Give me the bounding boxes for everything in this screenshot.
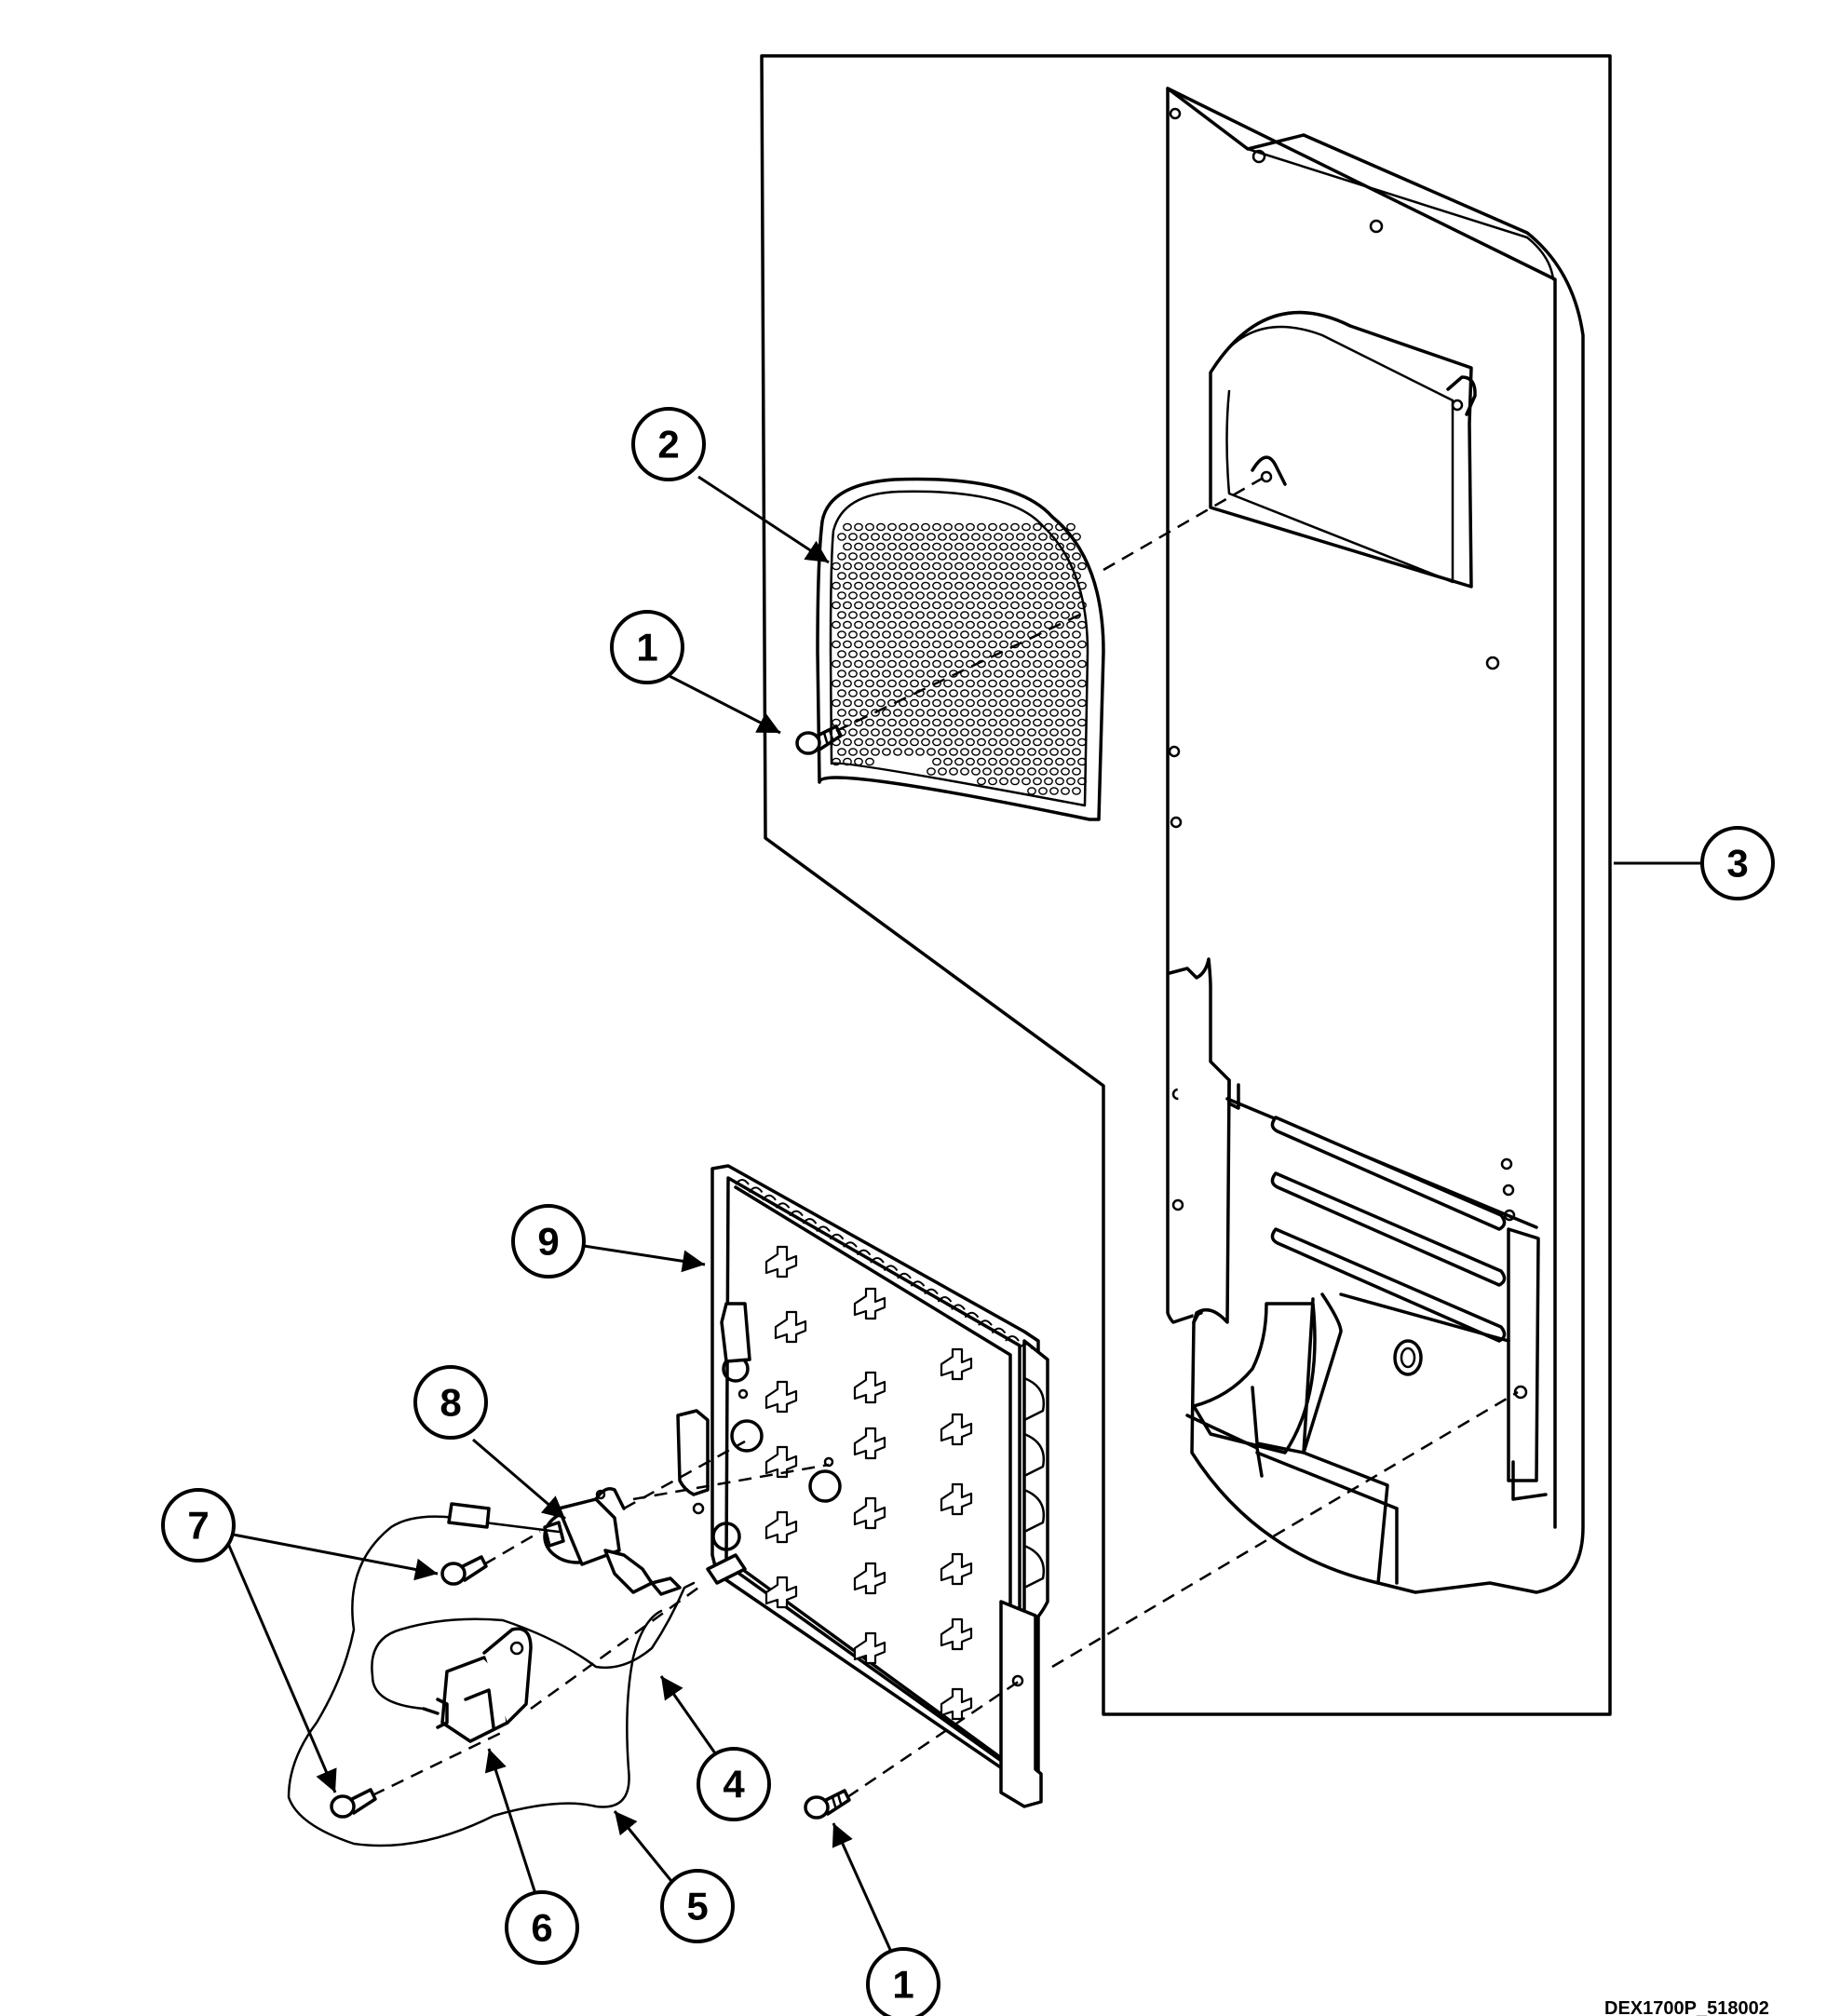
screw-7-lower xyxy=(330,1788,377,1819)
callout-3-label: 3 xyxy=(1726,842,1748,886)
callout-2: 2 xyxy=(631,407,706,481)
wire-harness xyxy=(287,1502,747,1847)
callout-5-label: 5 xyxy=(686,1885,708,1928)
terminal-block xyxy=(422,1627,533,1743)
callout-7-label: 7 xyxy=(187,1504,209,1548)
callout-2-label: 2 xyxy=(657,423,679,467)
callout-1-upper-label: 1 xyxy=(636,626,657,670)
callout-3: 3 xyxy=(1700,826,1775,900)
screw-1-upper xyxy=(795,724,843,755)
callout-9-label: 9 xyxy=(537,1220,559,1264)
callout-5: 5 xyxy=(660,1869,735,1943)
callout-1-lower-label: 1 xyxy=(892,1963,913,2007)
alignment-lines xyxy=(372,473,1519,1799)
callout-8-label: 8 xyxy=(440,1381,461,1425)
drawing-code: DEX1700P_518002 xyxy=(1604,1998,1769,2016)
callout-4: 4 xyxy=(697,1747,771,1821)
callout-6: 6 xyxy=(505,1890,579,1965)
rear-panel xyxy=(1166,87,1585,1594)
heater-coil-ribbing xyxy=(735,1179,1034,1350)
callout-9: 9 xyxy=(511,1204,586,1279)
callout-4-label: 4 xyxy=(723,1763,745,1806)
grille-hole-pattern xyxy=(832,522,1087,795)
vent-grille xyxy=(816,477,1105,821)
callout-6-label: 6 xyxy=(531,1906,552,1950)
callout-8: 8 xyxy=(413,1365,488,1440)
callout-1-lower: 1 xyxy=(866,1947,940,2016)
callout-1-upper: 1 xyxy=(610,610,684,684)
thermostat xyxy=(543,1487,654,1594)
callout-7: 7 xyxy=(161,1488,236,1563)
screw-7-upper xyxy=(440,1555,488,1586)
assembly-frame xyxy=(760,54,1612,1716)
leader-lines xyxy=(222,475,1702,1953)
element-retaining-clips xyxy=(764,1245,973,1721)
heater-assembly xyxy=(676,1164,1049,1808)
screw-1-lower xyxy=(804,1789,851,1820)
